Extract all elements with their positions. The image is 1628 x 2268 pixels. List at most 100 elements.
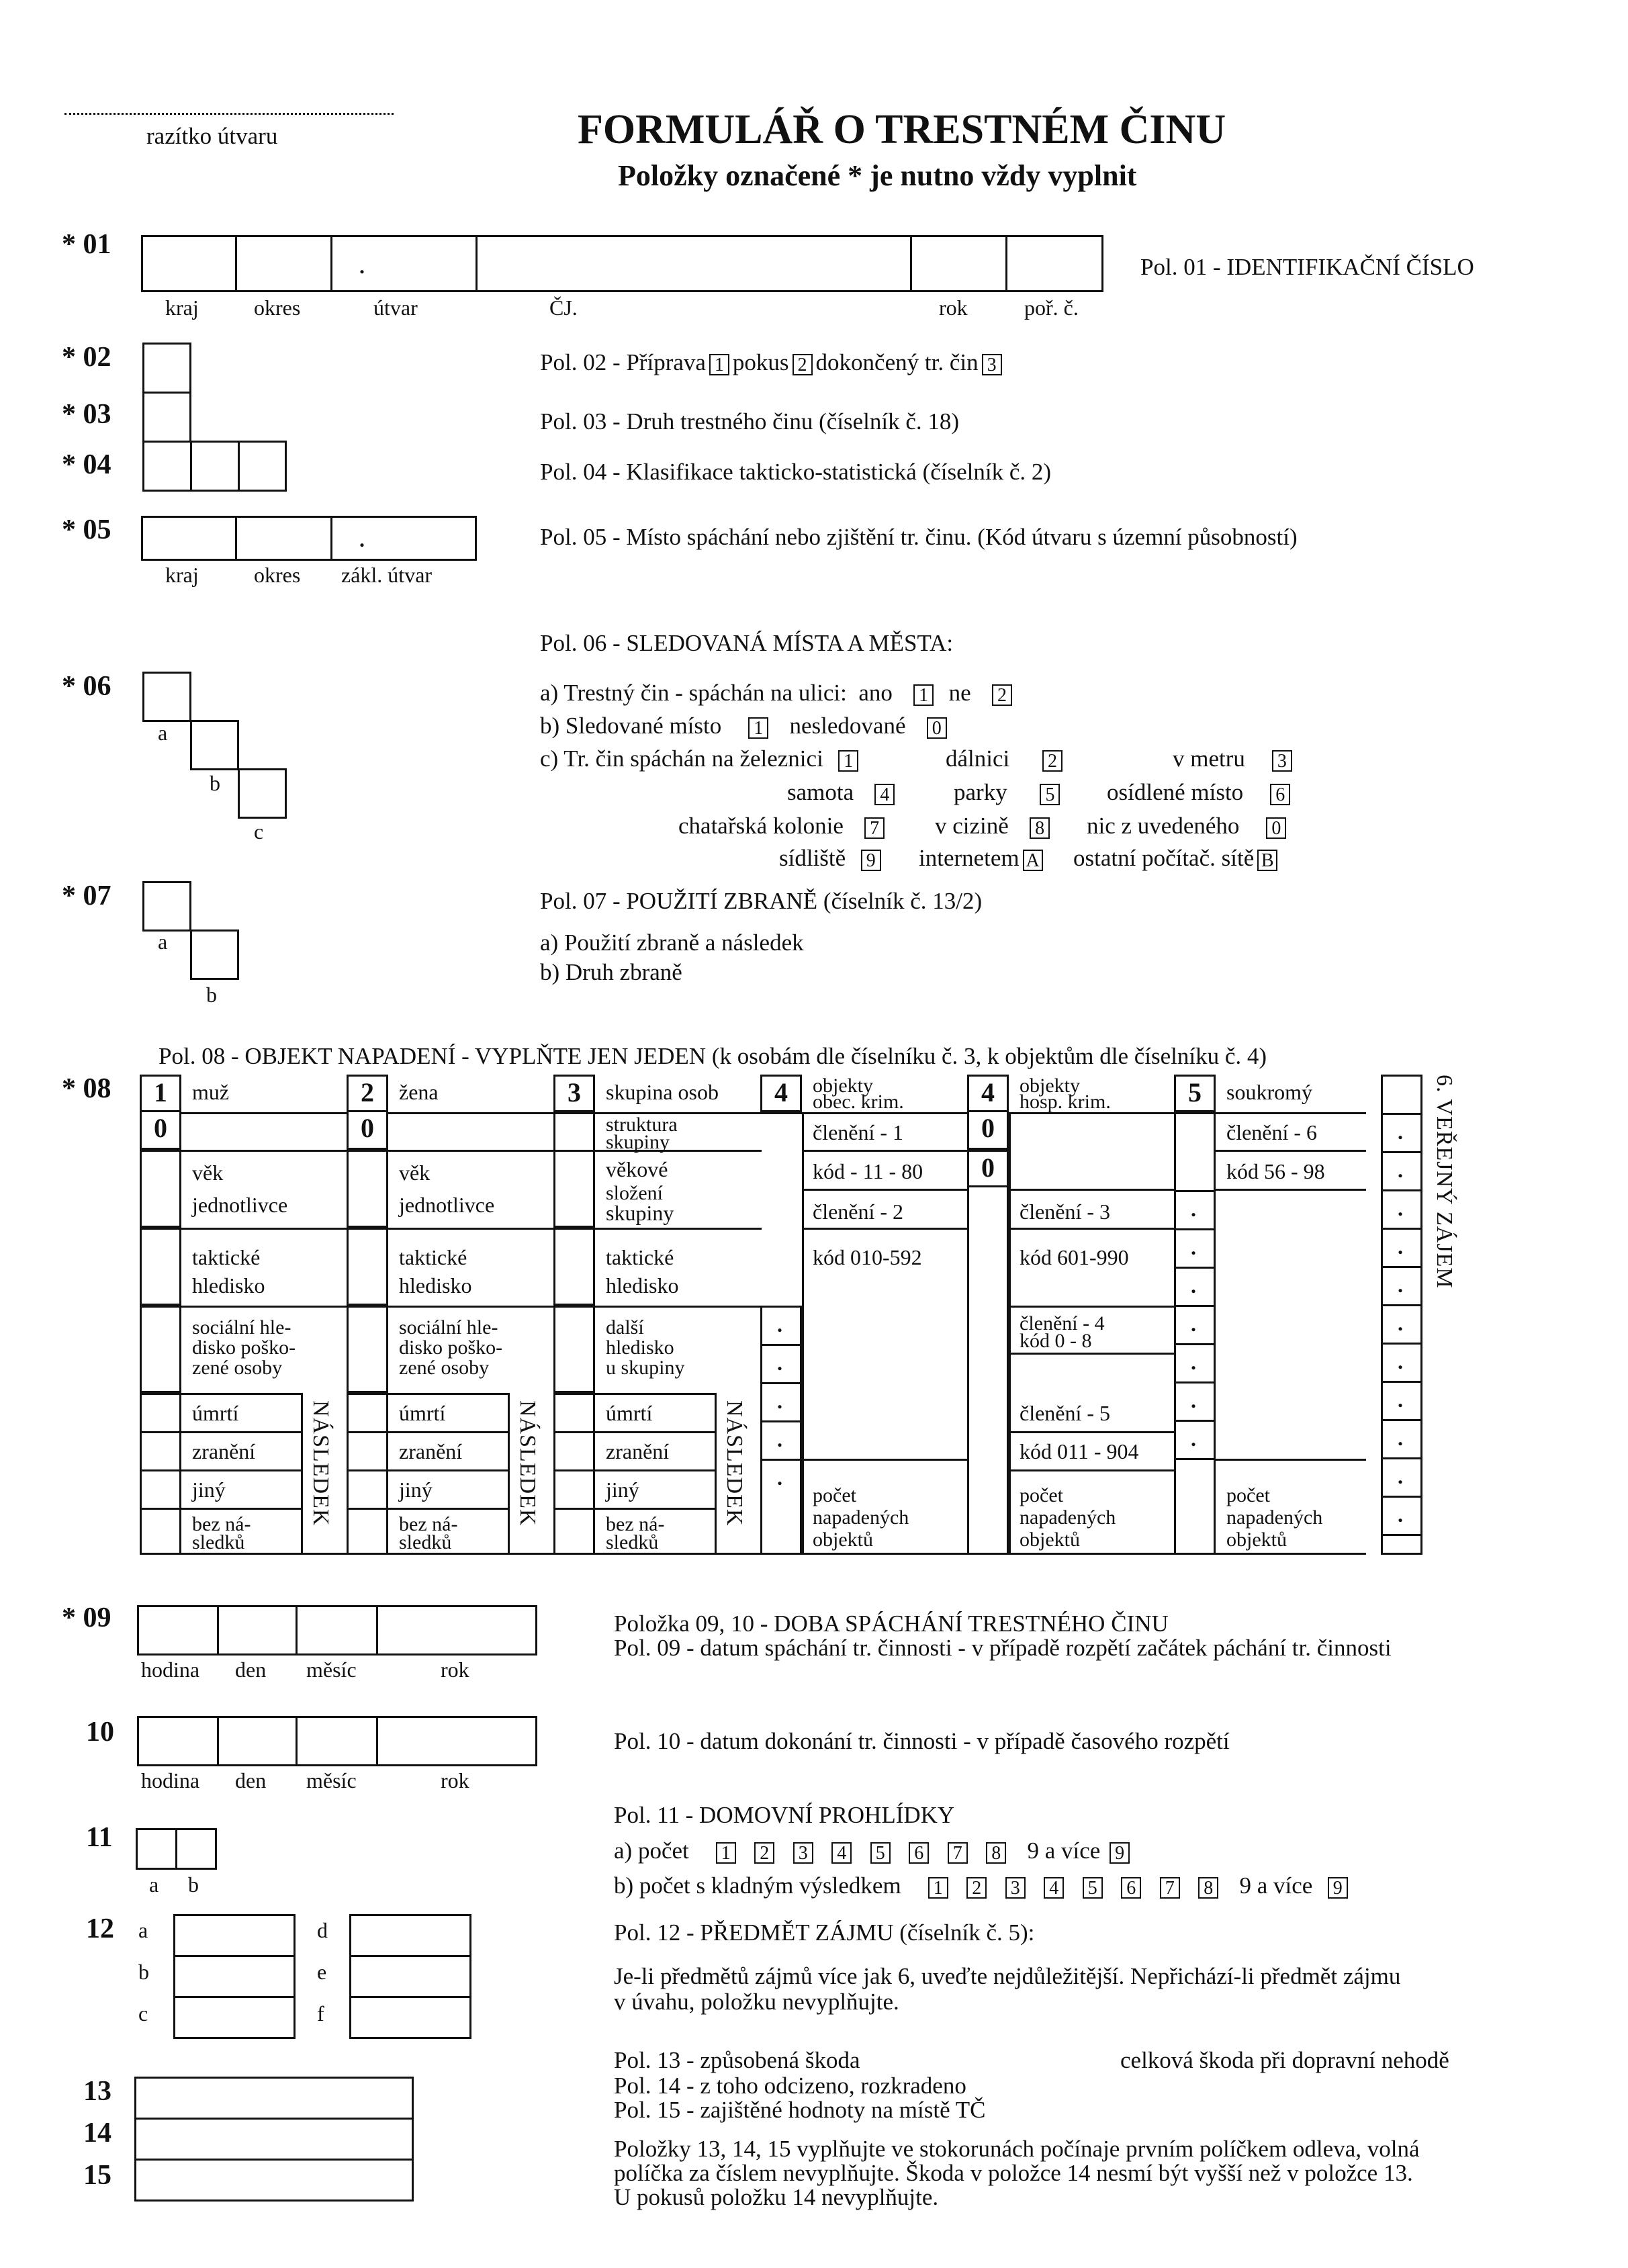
- pol15-field[interactable]: [134, 2159, 414, 2202]
- pol12-field-a[interactable]: [173, 1914, 296, 1957]
- pol06-label-a: a: [158, 721, 168, 745]
- pol08-col3-box-takticke[interactable]: [553, 1228, 595, 1306]
- pol04-text: Pol. 04 - Klasifikace takticko-statistic…: [540, 459, 1052, 485]
- pol12-field-c[interactable]: [173, 1996, 296, 2039]
- pol06-a-line: a) Trestný čin - spáchán na ulici: ano 1…: [540, 680, 1015, 706]
- pol08-col1-box-vek[interactable]: [140, 1150, 181, 1228]
- pol06-b-code-0: 0: [926, 717, 947, 739]
- pol12-field-b[interactable]: [173, 1955, 296, 1998]
- pol09-label-mesic: měsíc: [306, 1658, 357, 1682]
- pol08-col2-num[interactable]: 2: [347, 1075, 388, 1112]
- pol02-code-1: 1: [709, 353, 729, 375]
- pol05-text: Pol. 05 - Místo spáchání nebo zjištění t…: [540, 524, 1298, 550]
- pol06-box-b[interactable]: [190, 720, 239, 770]
- pol06-c-opt-samota: samota 4: [787, 780, 898, 805]
- pol01-label-kraj: kraj: [165, 296, 199, 320]
- pol09-date-field[interactable]: [137, 1605, 537, 1655]
- pol14-field[interactable]: [134, 2118, 414, 2161]
- pol07-a-text: a) Použití zbraně a následek: [540, 929, 804, 956]
- pol04-box[interactable]: [142, 441, 287, 492]
- pol09-label-den: den: [235, 1658, 267, 1682]
- pol06-box-c[interactable]: [238, 768, 287, 819]
- pol14-text: Pol. 14 - z toho odcizeno, rozkradeno: [614, 2073, 966, 2099]
- item-number-05: * 05: [62, 514, 111, 545]
- pol06-box-a[interactable]: [142, 672, 191, 722]
- pol08-col1-nasledek: NÁSLEDEK: [308, 1400, 333, 1527]
- pol08-col4b: 4 objekty hosp. krim. 0 0 členění - 3 kó…: [967, 1075, 1175, 1555]
- pol08-col1-zero[interactable]: 0: [140, 1112, 181, 1150]
- pol08-col4a-num[interactable]: 4: [760, 1075, 802, 1112]
- pol12-label-b: b: [138, 1960, 149, 1984]
- item-number-08: * 08: [62, 1073, 111, 1104]
- pol10-label-rok: rok: [441, 1768, 469, 1793]
- item-number-01: * 01: [62, 229, 111, 260]
- pol05-place-field[interactable]: [141, 516, 477, 561]
- item-number-12: 12: [86, 1913, 114, 1944]
- pol06-c-opt-dalnici: dálnici 2: [946, 746, 1066, 772]
- pol08-col3-nasledek: NÁSLEDEK: [722, 1400, 747, 1527]
- pol11-label-b: b: [188, 1872, 199, 1897]
- pol09-10-title: Položka 09, 10 - DOBA SPÁCHÁNÍ TRESTNÉHO…: [614, 1611, 1169, 1637]
- pol08-col4b-num[interactable]: 4: [967, 1075, 1009, 1112]
- pol01-identification-field[interactable]: [141, 235, 1103, 292]
- pol12-field-e[interactable]: [349, 1955, 471, 1998]
- item-number-04: * 04: [62, 449, 111, 480]
- item-number-09: * 09: [62, 1602, 111, 1633]
- pol12-field-f[interactable]: [349, 1996, 471, 2039]
- pol08-col2-box-vek[interactable]: [347, 1150, 388, 1228]
- pol06-c-line-1: c) Tr. čin spáchán na železnici 1: [540, 746, 862, 772]
- pol01-label-por: poř. č.: [1024, 296, 1079, 320]
- pol08-col2-box-takticke[interactable]: [347, 1228, 388, 1306]
- pol05-label-zakl: zákl. útvar: [341, 563, 433, 587]
- pol02-box[interactable]: [142, 343, 191, 394]
- pol12-label-a: a: [138, 1918, 148, 1942]
- pol13-15-note-1: Položky 13, 14, 15 vyplňujte ve stokorun…: [614, 2136, 1420, 2162]
- pol08-col3-box-struktura[interactable]: [553, 1112, 595, 1152]
- pol09-label-rok: rok: [441, 1658, 469, 1682]
- pol10-label-hodina: hodina: [141, 1768, 200, 1793]
- pol06-a-code-yes: 1: [913, 684, 934, 706]
- pol05-label-kraj: kraj: [165, 563, 199, 587]
- pol03-box[interactable]: [142, 392, 191, 443]
- pol08-col2-box-socialni[interactable]: [347, 1306, 388, 1393]
- pol08-col1-num[interactable]: 1: [140, 1075, 181, 1112]
- pol06-a-code-no: 2: [991, 684, 1012, 706]
- pol13-15-note-2: políčka za číslem nevyplňujte. Škoda v p…: [614, 2160, 1413, 2186]
- pol01-description: Pol. 01 - IDENTIFIKAČNÍ ČÍSLO: [1140, 254, 1474, 280]
- item-number-07: * 07: [62, 880, 111, 911]
- pol08-col1-box-socialni[interactable]: [140, 1306, 181, 1393]
- pol08-col5-num[interactable]: 5: [1174, 1075, 1216, 1112]
- pol10-text: Pol. 10 - datum dokonání tr. činnosti - …: [614, 1728, 1230, 1754]
- pol07-box-a[interactable]: [142, 881, 191, 932]
- pol08-col1-box-takticke[interactable]: [140, 1228, 181, 1306]
- pol08-col3-box-dalsi[interactable]: [553, 1306, 595, 1393]
- pol07-title: Pol. 07 - POUŽITÍ ZBRANĚ (číselník č. 13…: [540, 888, 983, 914]
- pol13-field[interactable]: [134, 2077, 414, 2120]
- pol10-label-den: den: [235, 1768, 267, 1793]
- pol07-box-b[interactable]: [190, 929, 239, 980]
- pol06-c-opt-osidlene: osídlené místo 6: [1107, 780, 1294, 805]
- pol11-title: Pol. 11 - DOMOVNÍ PROHLÍDKY: [614, 1802, 955, 1828]
- pol06-b-line: b) Sledované místo 1 nesledované 0: [540, 713, 950, 739]
- pol08-col3: 3 skupina osob struktura skupiny věkové …: [553, 1075, 762, 1555]
- pol06-label-c: c: [254, 819, 264, 844]
- item-number-02: * 02: [62, 342, 111, 373]
- pol10-date-field[interactable]: [137, 1716, 537, 1766]
- pol08-col3-num[interactable]: 3: [553, 1075, 595, 1112]
- pol08-col6: . . . . . . . . . . . 6. VEŘEJNÝ ZÁJEM: [1381, 1075, 1461, 1555]
- pol12-title: Pol. 12 - PŘEDMĚT ZÁJMU (číselník č. 5):: [614, 1919, 1035, 1946]
- pol06-title: Pol. 06 - SLEDOVANÁ MÍSTA A MĚSTA:: [540, 630, 954, 656]
- item-number-13: 13: [83, 2076, 111, 2107]
- pol08-col3-box-vekove[interactable]: [553, 1150, 595, 1228]
- pol13-15-note-3: U pokusů položku 14 nevyplňujte.: [614, 2184, 939, 2210]
- pol06-c-opt-cizina: v cizině 8: [935, 813, 1053, 839]
- pol11-box-b[interactable]: [175, 1828, 217, 1870]
- pol01-label-okres: okres: [254, 296, 301, 320]
- pol11-box-a[interactable]: [136, 1828, 177, 1870]
- pol12-field-d[interactable]: [349, 1914, 471, 1957]
- form-title: FORMULÁŘ O TRESTNÉM ČINU: [578, 107, 1226, 152]
- pol07-label-a: a: [158, 929, 168, 954]
- pol07-label-b: b: [206, 983, 217, 1007]
- pol08-col2-zero[interactable]: 0: [347, 1112, 388, 1150]
